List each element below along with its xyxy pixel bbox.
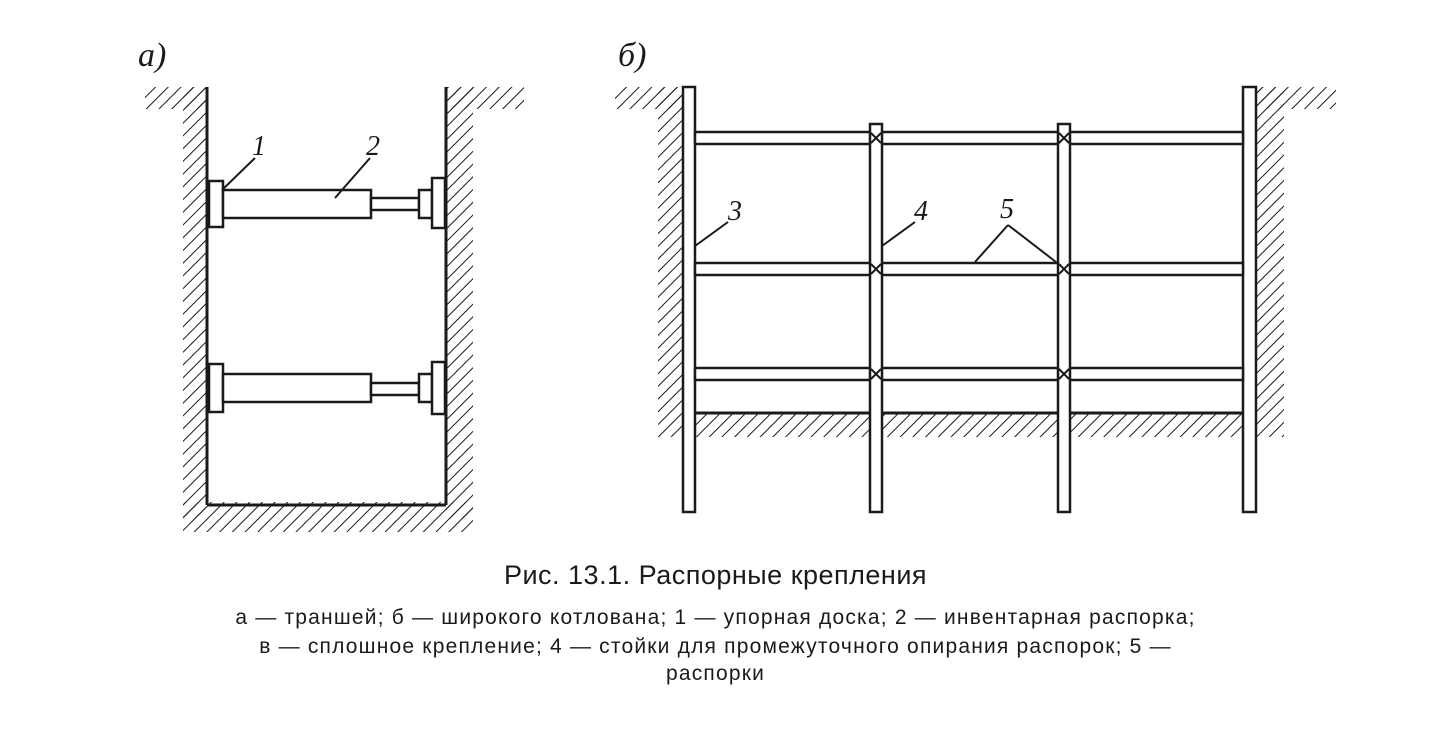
panel-a-strut-lower [207, 360, 447, 416]
panel-a-trench: а) [138, 37, 524, 532]
inventory-strut-screw [369, 196, 421, 212]
bearing-board [430, 360, 447, 416]
callout-2: 2 [366, 131, 380, 162]
panel-b-struts [693, 130, 1245, 382]
strut-lower [693, 366, 1245, 382]
callout-1: 1 [252, 131, 266, 162]
intermediate-post-left [868, 122, 884, 514]
panel-b-posts [868, 122, 1072, 514]
intermediate-post-right [1056, 122, 1072, 514]
inventory-strut-body [221, 188, 373, 220]
figure-caption-line-2: в — сплошное крепление; 4 — стойки для п… [259, 635, 1172, 658]
panel-a-label: а) [138, 37, 166, 74]
inventory-strut-body [221, 372, 373, 404]
bearing-board [430, 176, 447, 230]
figure-caption-title: Рис. 13.1. Распорные крепления [503, 560, 928, 590]
panel-b-wide-pit: б) [615, 37, 1336, 514]
strut-end-plate [417, 372, 434, 404]
solid-sheathing-right [1241, 85, 1258, 514]
panel-a-callouts: 1 2 [221, 131, 380, 199]
panel-a-strut-upper [207, 176, 447, 230]
panel-b-junctions [870, 132, 1070, 380]
bearing-board [207, 179, 225, 229]
strut-end-plate [417, 188, 434, 220]
panel-a-soil-hatching [145, 87, 524, 532]
solid-sheathing-left [681, 85, 697, 514]
figure-caption-line-1: а — траншей; б — широкого котлована; 1 —… [235, 606, 1196, 629]
strut-upper [693, 130, 1245, 146]
panel-a-trench-walls [205, 87, 448, 507]
panel-b-callouts: 3 4 5 [694, 194, 1057, 263]
callout-5: 5 [1000, 194, 1014, 225]
figure-caption-line-3: распорки [665, 662, 766, 685]
bearing-board [207, 362, 225, 414]
panel-b-soil-hatching [615, 87, 1336, 437]
panel-b-label: б) [618, 37, 646, 74]
strut-middle [693, 261, 1245, 277]
inventory-strut-screw [369, 381, 421, 397]
strut-bracing-diagram: а) [138, 37, 1336, 532]
callout-3: 3 [727, 196, 742, 227]
panel-b-sheathing [681, 85, 1258, 514]
callout-4: 4 [914, 196, 928, 227]
